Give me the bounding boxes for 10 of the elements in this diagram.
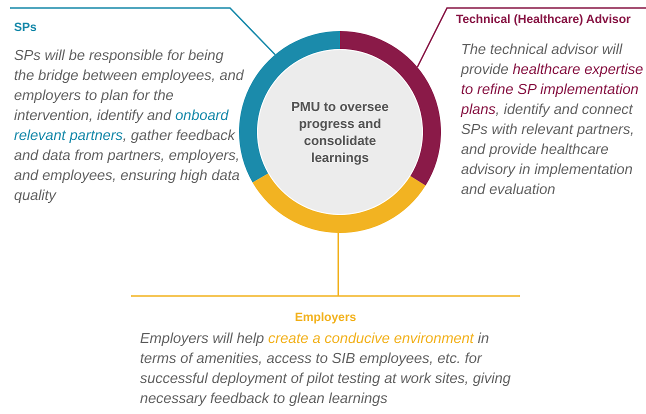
leader-line	[416, 7, 646, 68]
description-text: Employers will help create a conducive environment in terms of amenities, access to SIB employees, etc. for successful deployment of pilot testing at work sites, giving necessary feedback to glean learnings	[140, 330, 512, 409]
leader-line	[10, 7, 276, 56]
ring-segment	[252, 174, 426, 233]
callout-heading: Employers	[294, 310, 358, 324]
description-text: The technical advisor will provide healthcare expertise to refine SP implementation plans, identify and connect SPs with relevant partners, and provide healthcare advisory in implementation and evaluation	[461, 41, 644, 200]
callout-heading: Technical (Healthcare) Advisor	[456, 12, 631, 26]
description-text: SPs will be responsible for being the bridge between employees, and employers to plan for the intervention, identify and onboard relevant partners, gather feedback and data from partners, employers, and employees, ensuring high data quality	[14, 47, 245, 206]
leader-line	[337, 232, 339, 296]
callout-heading: SPs	[14, 20, 37, 34]
